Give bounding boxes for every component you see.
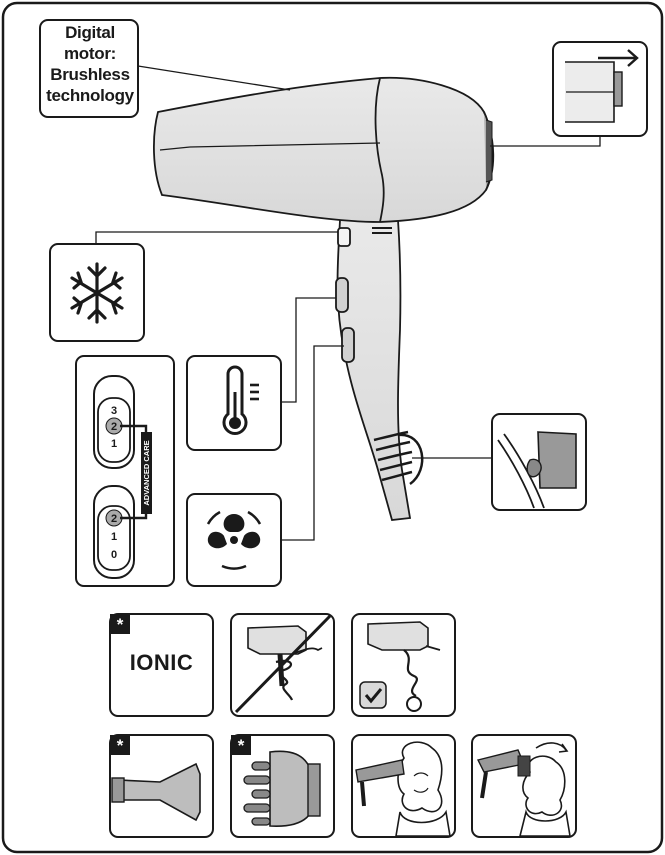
ionic-label: IONIC <box>129 650 194 675</box>
heat-level-3: 3 <box>111 405 117 417</box>
motor-label-line: technology <box>46 86 134 105</box>
ionic-panel: * <box>109 613 214 717</box>
asterisk-icon: * <box>117 736 124 755</box>
switch-panel: ADVANCED CARE 3 2 1 2 1 0 <box>75 355 175 587</box>
checkmark-icon <box>359 681 387 709</box>
fan-icon <box>186 493 282 587</box>
rear-filter-inset <box>552 41 648 137</box>
diffuser-panel: * <box>230 734 335 838</box>
concentrator-panel: * <box>109 734 214 838</box>
motor-label: Digital motor: Brushless technology <box>42 22 138 106</box>
speed-level-2: 2 <box>111 513 117 525</box>
motor-label-line: Digital <box>65 23 115 42</box>
cord-wrap-prohibited-panel <box>230 613 335 717</box>
advanced-care-label: ADVANCED CARE <box>142 440 151 505</box>
thermometer-icon <box>186 355 282 451</box>
heat-level-1: 1 <box>111 438 117 450</box>
speed-level-1: 1 <box>111 531 117 543</box>
asterisk-icon: * <box>117 615 124 634</box>
curl-drying-panel <box>471 734 577 838</box>
motor-label-line: motor: <box>63 44 117 63</box>
hair-dryer <box>153 76 495 521</box>
snowflake-icon <box>49 243 145 342</box>
speed-level-0: 0 <box>111 549 117 561</box>
motor-label-line: Brushless <box>50 65 130 84</box>
heat-level-2: 2 <box>111 421 117 433</box>
asterisk-icon: * <box>238 736 245 755</box>
callout-lines <box>95 65 601 541</box>
cord-loose-ok-panel <box>351 613 456 717</box>
hanging-loop-inset <box>491 413 587 511</box>
motor-label-box <box>39 19 139 118</box>
straight-drying-panel <box>351 734 456 838</box>
